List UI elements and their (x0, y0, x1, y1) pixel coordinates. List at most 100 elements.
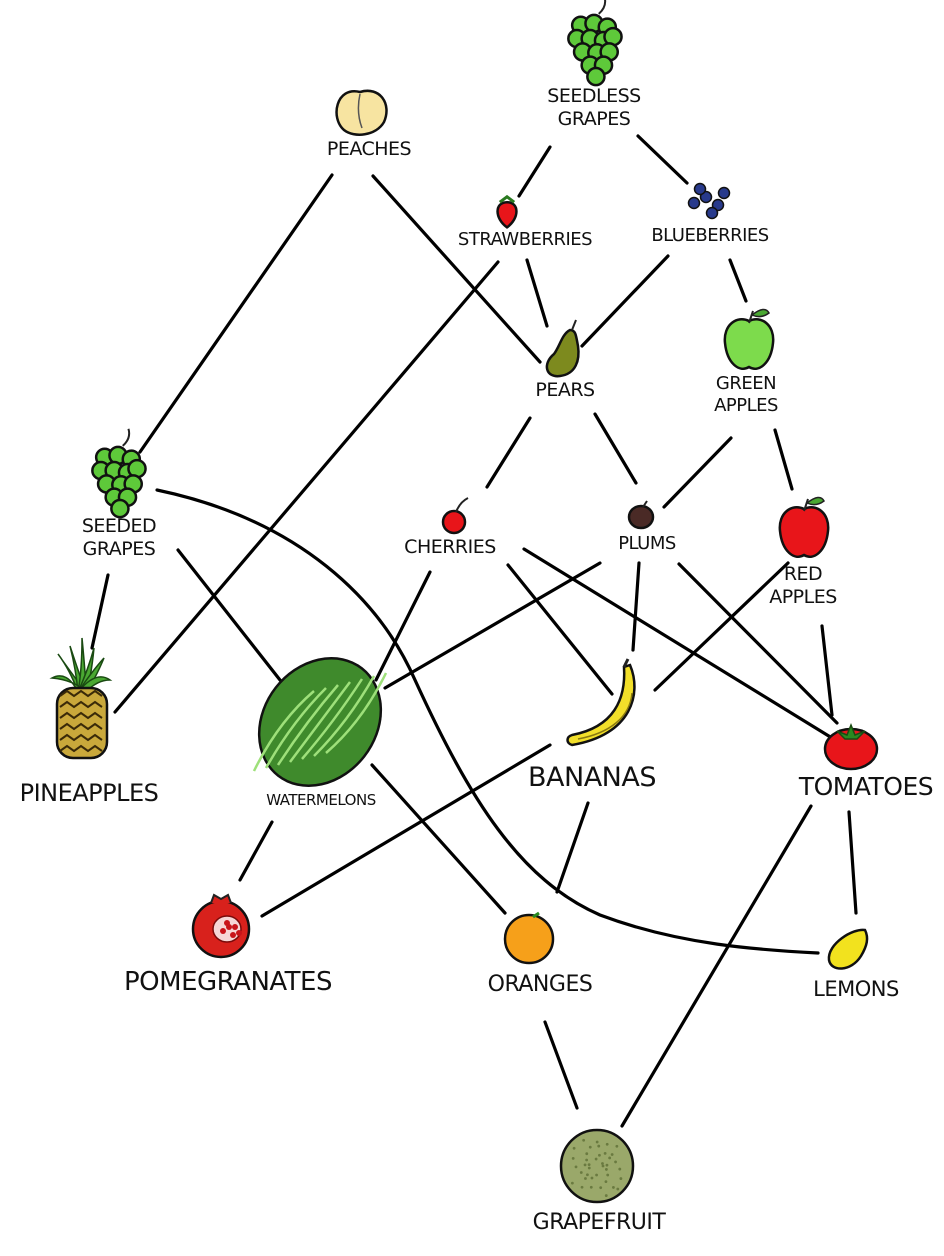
edge-oranges-grapefruit (543, 1020, 579, 1110)
grapefruit-label: GRAPEFRUIT (533, 1210, 667, 1235)
red-apples-label-line: APPLES (769, 586, 837, 608)
edge-watermelons-oranges (370, 763, 507, 915)
pears-label-line: PEARS (535, 379, 594, 401)
edge-seeded-grapes-watermelons (176, 548, 282, 682)
oranges-icon (503, 911, 555, 965)
edge-pears-plums (593, 412, 638, 485)
plums-icon (627, 500, 655, 530)
lemons-icon (827, 928, 869, 970)
node-lemons: LEMONS (813, 928, 899, 1001)
node-strawberries: STRAWBERRIES (458, 194, 593, 250)
edge-seedless-grapes-strawberries (517, 145, 552, 198)
lemons-label-line: LEMONS (813, 977, 899, 1001)
edge-cherries-bananas (506, 563, 614, 696)
seedless-grapes-label-line: SEEDLESS (547, 85, 640, 107)
edge-bananas-oranges (555, 801, 590, 894)
blueberries-label-line: BLUEBERRIES (651, 225, 768, 246)
peaches-icon (335, 89, 388, 136)
edge-plums-tomatoes (677, 562, 839, 725)
edge-peaches-seeded-grapes (138, 173, 334, 454)
oranges-label-line: ORANGES (488, 972, 593, 997)
red-apples-label-line: RED (784, 563, 822, 585)
edge-tomatoes-grapefruit (620, 804, 813, 1128)
tomatoes-label: TOMATOES (798, 772, 933, 801)
grapefruit-icon (559, 1128, 635, 1204)
edge-peaches-pears (371, 174, 542, 364)
edge-plums-bananas (631, 561, 641, 652)
pomegranates-label: POMEGRANATES (124, 967, 332, 997)
edge-blueberries-pears (580, 254, 670, 348)
bananas-label-line: BANANAS (528, 762, 656, 793)
pineapples-icon (49, 637, 113, 760)
grapefruit-label-line: GRAPEFRUIT (533, 1210, 667, 1235)
bananas-icon (566, 658, 636, 747)
node-bananas: BANANAS (528, 658, 656, 793)
edge-red-apples-tomatoes (820, 624, 834, 717)
node-grapefruit: GRAPEFRUIT (533, 1128, 667, 1235)
plums-label-line: PLUMS (618, 533, 676, 554)
edge-strawberries-pineapples (113, 260, 500, 714)
watermelons-label: WATERMELONS (266, 791, 375, 809)
seeded-grapes-label-line: SEEDED (82, 515, 156, 537)
node-oranges: ORANGES (488, 911, 593, 997)
node-plums: PLUMS (618, 500, 676, 554)
peaches-label: PEACHES (327, 138, 411, 160)
green-apples-label-line: APPLES (714, 395, 778, 416)
cherries-label-line: CHERRIES (404, 536, 496, 558)
edge-plums-watermelons (383, 561, 602, 690)
plums-label: PLUMS (618, 533, 676, 554)
edges (90, 134, 858, 1128)
pineapples-label: PINEAPPLES (20, 779, 159, 807)
green-apples-label-line: GREEN (716, 373, 776, 394)
oranges-label: ORANGES (488, 972, 593, 997)
pears-label: PEARS (535, 379, 594, 401)
pomegranates-icon (191, 893, 251, 959)
tomatoes-icon (823, 722, 879, 771)
edge-red-apples-bananas (653, 561, 790, 692)
watermelons-label-line: WATERMELONS (266, 791, 375, 809)
edge-watermelons-pomegranates (238, 820, 274, 882)
edge-blueberries-green-apples (728, 258, 748, 303)
seedless-grapes-icon (567, 0, 623, 87)
seeded-grapes-icon (91, 428, 147, 519)
tomatoes-label-line: TOMATOES (798, 772, 933, 801)
cherries-icon (441, 497, 469, 535)
peaches-label-line: PEACHES (327, 138, 411, 160)
node-watermelons: WATERMELONS (252, 657, 388, 809)
lemons-label: LEMONS (813, 977, 899, 1001)
pineapples-label-line: PINEAPPLES (20, 779, 159, 807)
strawberries-icon (496, 194, 518, 229)
bananas-label: BANANAS (528, 762, 656, 793)
edge-bananas-pomegranates (260, 743, 552, 918)
pomegranates-label-line: POMEGRANATES (124, 967, 332, 997)
green-apples-icon (723, 308, 775, 370)
cherries-label: CHERRIES (404, 536, 496, 558)
edge-strawberries-pears (525, 258, 549, 328)
edge-seeded-grapes-pineapples (90, 573, 110, 650)
edge-pears-cherries (485, 416, 532, 489)
node-tomatoes: TOMATOES (798, 722, 934, 801)
edge-green-apples-red-apples (773, 428, 794, 491)
node-cherries: CHERRIES (404, 497, 496, 558)
seedless-grapes-label-line: GRAPES (558, 108, 631, 130)
watermelons-icon (252, 657, 388, 787)
strawberries-label: STRAWBERRIES (458, 229, 592, 250)
edge-seedless-grapes-blueberries (636, 134, 689, 185)
edge-cherries-watermelons (374, 570, 432, 682)
edge-cherries-tomatoes (522, 547, 834, 740)
node-peaches: PEACHES (327, 89, 412, 160)
blueberries-label: BLUEBERRIES (651, 225, 768, 246)
edge-seeded-grapes-lemons (155, 488, 820, 955)
red-apples-icon (778, 496, 830, 558)
